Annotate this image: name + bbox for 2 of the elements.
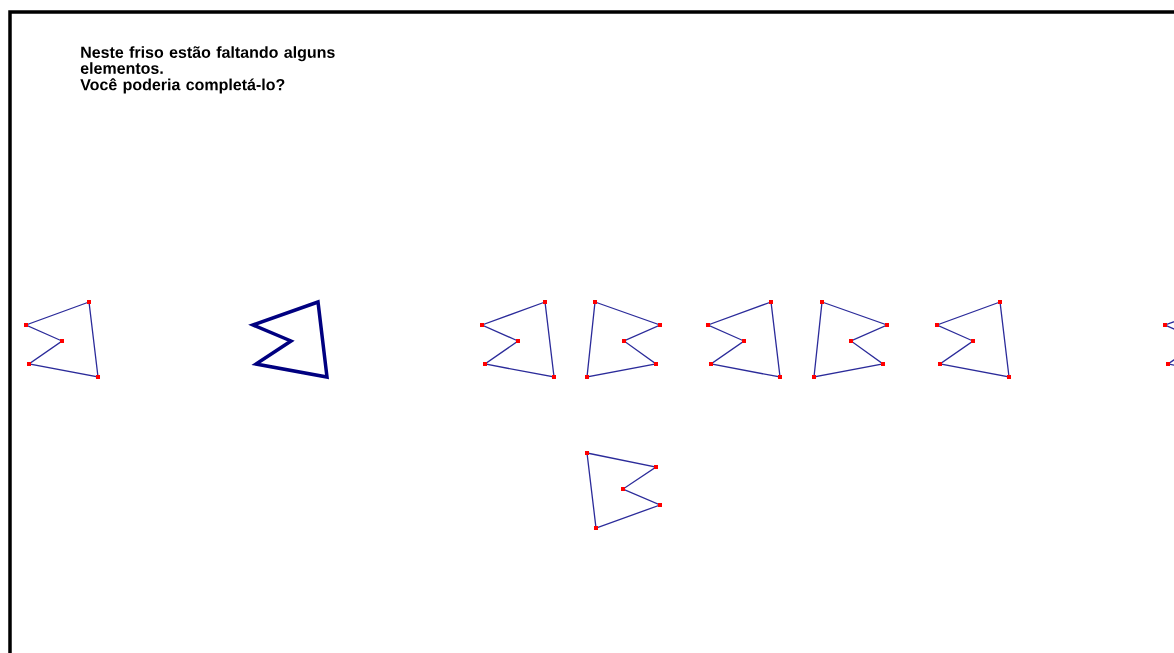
instruction-text: Neste friso estão faltando alguns elementos. [80, 46, 335, 74]
instruction-text: Você poderia completá-lo? [80, 78, 285, 94]
